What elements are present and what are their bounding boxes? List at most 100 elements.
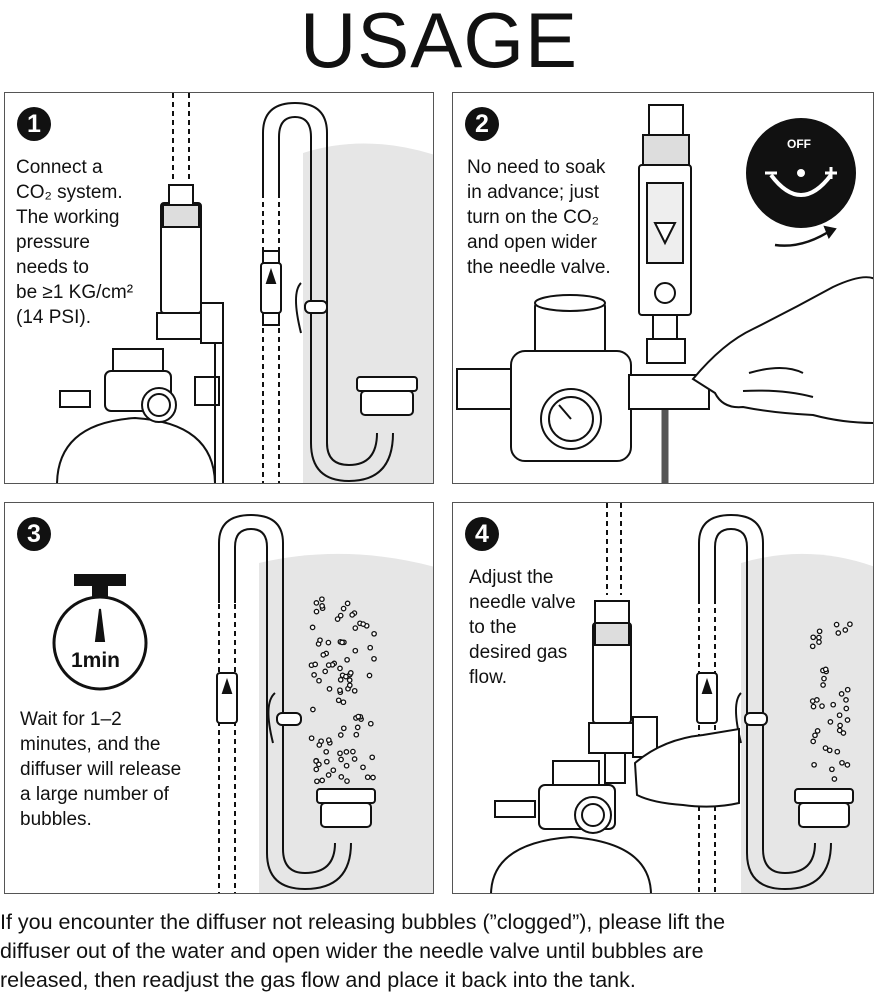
bubble [340, 725, 347, 732]
bubble [317, 637, 323, 644]
bubble [816, 628, 823, 635]
bubble [842, 627, 849, 633]
step-3-line: a large number of [20, 784, 169, 805]
bubble [320, 652, 327, 658]
bubble [344, 778, 350, 784]
bubble [319, 603, 325, 609]
bubble [820, 682, 826, 688]
bubble [835, 630, 842, 636]
bubble [355, 713, 362, 720]
bubble [316, 677, 322, 684]
bubble [319, 596, 325, 603]
step-4-line: desired gas [469, 642, 568, 663]
bubble [313, 766, 320, 773]
step-2-number: 2 [465, 107, 499, 141]
bubble [344, 600, 351, 607]
bubble [843, 705, 850, 712]
step-2-panel: 2 No need to soak in advance; just turn … [452, 92, 874, 484]
bubble [844, 686, 851, 693]
bubble [335, 697, 342, 704]
bubble [370, 774, 376, 781]
bubble [338, 756, 344, 763]
bubble [351, 687, 358, 694]
bubble [347, 670, 354, 676]
bubbles [809, 621, 853, 782]
bubble [316, 761, 322, 768]
bubble [313, 608, 320, 615]
bubble [337, 676, 344, 683]
bubble [352, 625, 359, 631]
step-1-illustration [56, 93, 433, 483]
bubble [322, 668, 329, 675]
bubble [369, 754, 376, 761]
bubble [371, 655, 377, 662]
step-3-line: diffuser will release [20, 759, 182, 780]
bubble [829, 766, 835, 773]
bubbles [308, 596, 377, 785]
step-1-line: (14 PSI). [16, 307, 91, 328]
step-1-instructions: Connect a CO₂ system. The working pressu… [16, 155, 133, 330]
bubble [826, 747, 833, 754]
step-1-line: pressure [16, 232, 90, 253]
bubble [349, 612, 356, 618]
step-2-line: turn on the CO₂ [467, 207, 599, 228]
bubble [819, 703, 825, 709]
bubble [337, 750, 343, 757]
bubble [325, 737, 332, 743]
bubble [811, 761, 817, 768]
stopwatch-icon [74, 574, 126, 586]
bubble [325, 772, 332, 778]
bubble [839, 759, 845, 766]
bubble [337, 687, 343, 694]
step-2-line: the needle valve. [467, 257, 611, 278]
bubble [323, 748, 330, 755]
bubble [367, 720, 374, 727]
bubble [843, 697, 849, 703]
bubble [366, 672, 373, 679]
page-title: USAGE [299, 0, 579, 84]
step-3-line: bubbles. [20, 809, 92, 830]
footer-note: If you encounter the diffuser not releas… [0, 908, 878, 995]
bubble [353, 731, 360, 738]
timer-label: 1min [71, 649, 121, 672]
step-2-line: and open wider [467, 232, 597, 253]
step-1-panel: 1 Connect a CO₂ system. The working pres… [4, 92, 434, 484]
bubble [844, 717, 851, 723]
bubble [810, 738, 817, 745]
bubble [836, 727, 843, 734]
step-4-instructions: Adjust the needle valve to the desired g… [469, 565, 576, 690]
bubble [319, 777, 326, 784]
bubble [334, 616, 341, 622]
step-4-line: flow. [469, 667, 508, 688]
bubble [311, 672, 317, 678]
bubble [809, 643, 816, 650]
step-4-line: needle valve [469, 592, 576, 613]
step-4-line: to the [469, 617, 517, 638]
bubble [827, 719, 834, 725]
step-4-illustration [490, 503, 873, 893]
bubble [822, 666, 829, 673]
bubble [330, 767, 337, 774]
bubble [810, 703, 817, 710]
bubble [814, 728, 821, 734]
bubble [350, 748, 356, 755]
step-2-instructions: No need to soak in advance; just turn on… [467, 155, 611, 280]
bubble [360, 621, 367, 627]
bubble [351, 756, 358, 762]
bubble [314, 778, 320, 785]
step-2-line: in advance; just [467, 182, 600, 203]
footer-line: released, then readjust the gas flow and… [0, 968, 636, 992]
bubble [367, 644, 374, 651]
bubble [337, 612, 344, 619]
step-4-line: Adjust the [469, 567, 554, 588]
step-3-instructions: Wait for 1–2 minutes, and the diffuser w… [20, 707, 181, 832]
bubble [313, 600, 320, 606]
bubble [833, 621, 840, 628]
bubble [844, 762, 851, 768]
step-1-line: Connect a [16, 157, 103, 178]
bubble [352, 647, 359, 654]
bubble [830, 701, 837, 708]
bubble [326, 686, 333, 692]
step-3-panel: 3 1min Wait for 1–2 minutes, and the dif… [4, 502, 434, 894]
bubble [840, 730, 847, 736]
